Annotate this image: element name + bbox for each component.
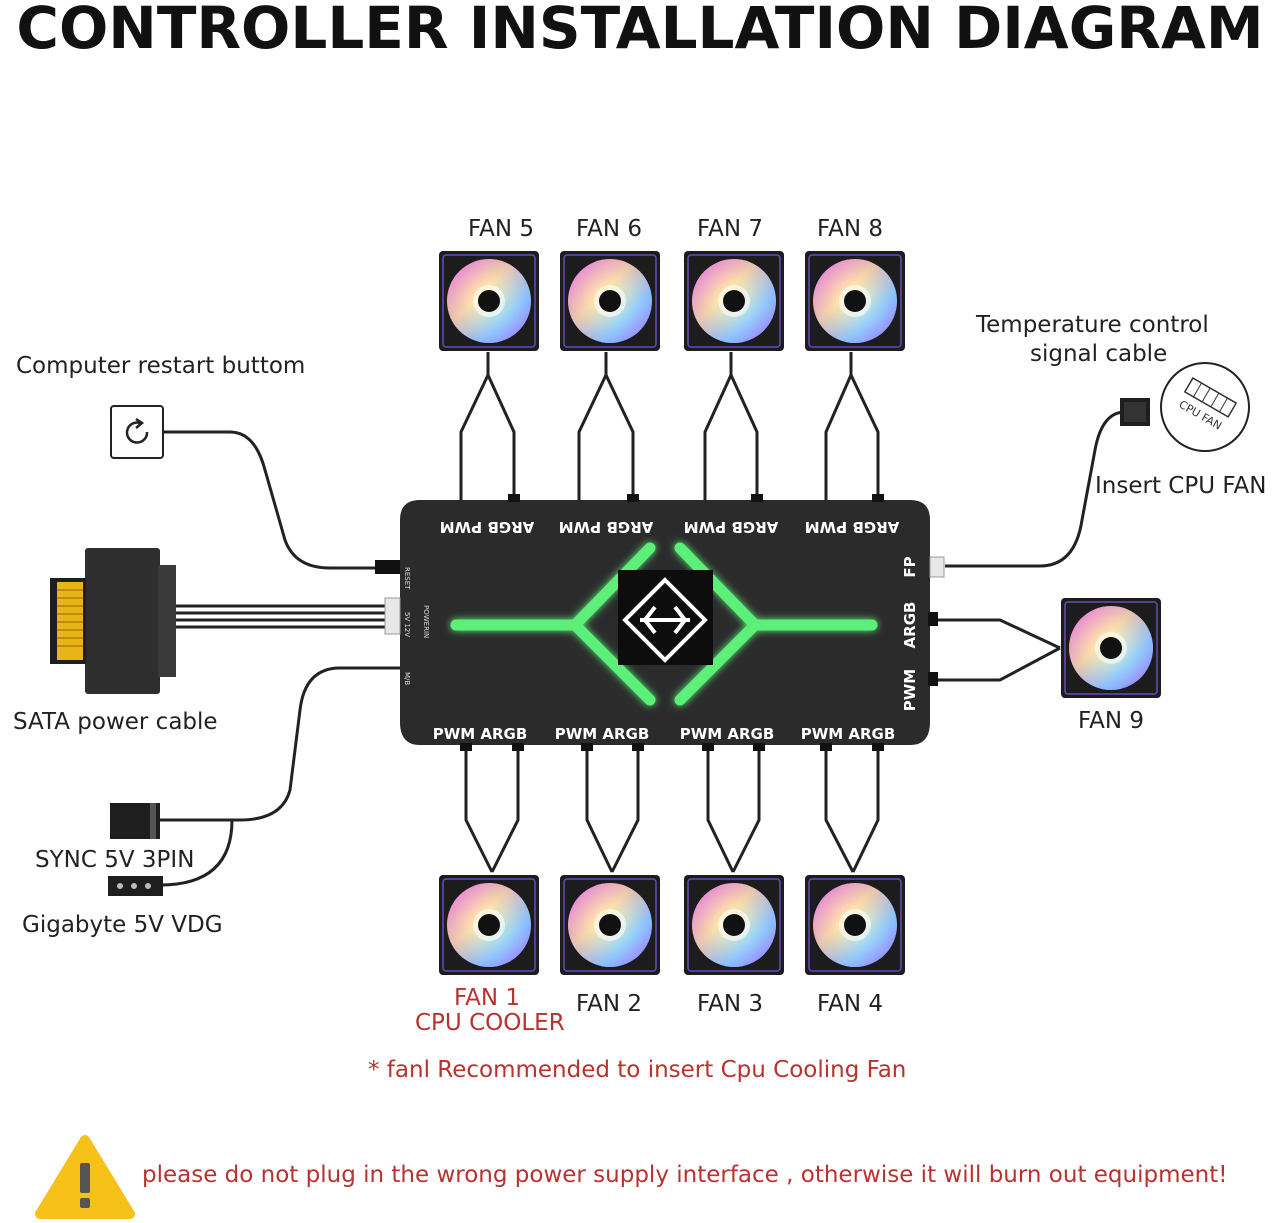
fan2-image <box>559 874 661 976</box>
bottom-port-labels: PWM ARGB PWM ARGB PWM ARGB PWM ARGB <box>433 725 896 743</box>
top-fan-cables <box>459 352 880 500</box>
restart-button-label: Computer restart buttom <box>16 353 306 379</box>
port-label-fan1: PWM ARGB <box>433 725 528 743</box>
warning-text: please do not plug in the wrong power su… <box>142 1162 1228 1188</box>
port-label-fan6: ARGB PWM <box>559 518 654 536</box>
top-port-labels: ARGB PWM ARGB PWM ARGB PWM ARGB PWM <box>440 518 900 536</box>
sata-connector-icon <box>50 548 176 694</box>
port-label-fan8: ARGB PWM <box>805 518 900 536</box>
page-title: CONTROLLER INSTALLATION DIAGRAM <box>16 0 1264 62</box>
fan1-image <box>438 874 540 976</box>
fan1-sublabel: CPU COOLER <box>415 1010 565 1036</box>
fan9-label: FAN 9 <box>1078 708 1145 734</box>
fan9-image <box>1060 597 1162 699</box>
recommendation-note: * fanl Recommended to insert Cpu Cooling… <box>368 1057 907 1083</box>
port-label-fan3: PWM ARGB <box>680 725 775 743</box>
port-label-voltage: 5V 12V <box>403 612 411 637</box>
fan5-image <box>438 250 540 352</box>
port-label-pwm: PWM <box>901 669 919 711</box>
warning-icon <box>35 1135 135 1219</box>
port-label-powerin: POWERIN <box>422 605 430 638</box>
port-label-reset: RESET <box>403 567 411 590</box>
temp-cable-label-line1: Temperature control <box>976 312 1209 338</box>
bottom-fan-cables <box>464 748 880 873</box>
sata-cable-label: SATA power cable <box>13 709 218 735</box>
fan7-label: FAN 7 <box>697 216 764 242</box>
port-label-mb: M/B <box>403 672 411 685</box>
fan8-label: FAN 8 <box>817 216 884 242</box>
controller-hub <box>375 494 945 751</box>
fan2-label: FAN 2 <box>576 991 643 1017</box>
port-label-fan2: PWM ARGB <box>555 725 650 743</box>
port-label-fp: FP <box>901 556 919 577</box>
port-label-argb: ARGB <box>901 602 919 649</box>
temp-cable-label-line2: signal cable <box>1030 341 1168 367</box>
fan1-label: FAN 1 <box>454 985 521 1011</box>
fan3-image <box>683 874 785 976</box>
sync-connector-icon <box>110 803 160 839</box>
fan3-label: FAN 3 <box>697 991 764 1017</box>
right-port-labels: FP ARGB PWM <box>901 556 919 711</box>
fp-plug-icon <box>1120 398 1150 426</box>
port-label-fan5: ARGB PWM <box>440 518 535 536</box>
fan4-image <box>804 874 906 976</box>
fan4-label: FAN 4 <box>817 991 884 1017</box>
left-port-labels: RESET POWERIN 5V 12V M/B <box>403 567 430 685</box>
fan6-label: FAN 6 <box>576 216 643 242</box>
side-cables <box>148 410 1126 887</box>
fan7-image <box>683 250 785 352</box>
insert-cpu-fan-label: Insert CPU FAN <box>1095 473 1267 499</box>
port-label-fan4: PWM ARGB <box>801 725 896 743</box>
fan5-label: FAN 5 <box>468 216 535 242</box>
cpu-fan-header-icon: CPU FAN <box>1160 362 1250 452</box>
gigabyte-connector-icon <box>108 876 163 896</box>
sync-label: SYNC 5V 3PIN <box>35 847 195 873</box>
fan6-image <box>559 250 661 352</box>
port-label-fan7: ARGB PWM <box>684 518 779 536</box>
fan8-image <box>804 250 906 352</box>
restart-button-icon <box>110 405 164 459</box>
gigabyte-label: Gigabyte 5V VDG <box>22 912 223 938</box>
